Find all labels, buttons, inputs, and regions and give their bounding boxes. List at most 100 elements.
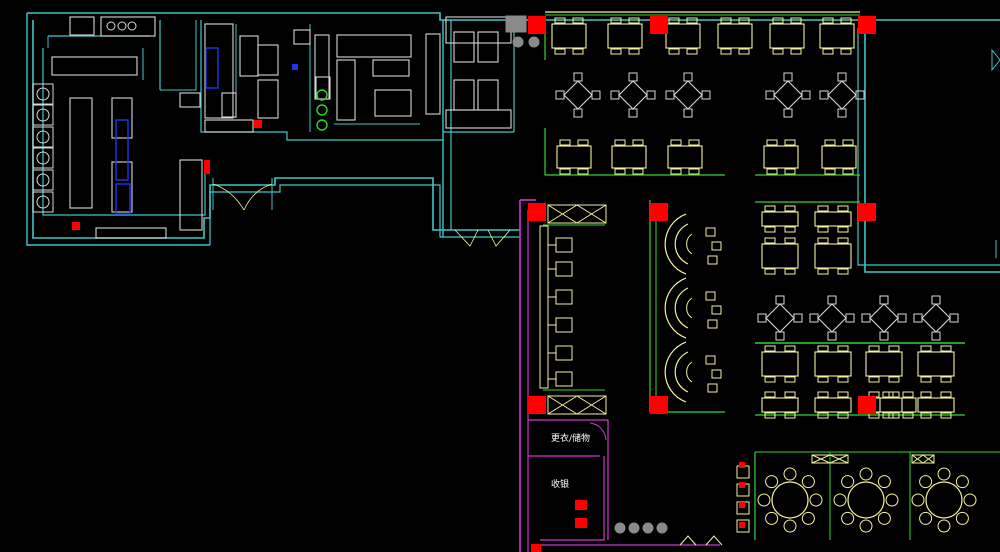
chair — [670, 139, 682, 146]
chair — [757, 493, 771, 507]
kitchen-equipment — [100, 16, 156, 37]
chair — [837, 391, 849, 398]
booth-chair — [711, 369, 722, 379]
chair — [877, 475, 891, 489]
red-marker — [739, 462, 745, 468]
kitchen-equipment — [257, 79, 279, 119]
diamond-table — [555, 72, 601, 118]
rect-table — [769, 17, 805, 55]
stove-unit — [32, 147, 54, 169]
kitchen-equipment — [239, 35, 259, 77]
red-marker — [739, 522, 745, 528]
chair — [822, 17, 834, 24]
planter — [628, 522, 640, 534]
table-top — [771, 481, 809, 519]
chair — [572, 17, 584, 24]
chair — [809, 313, 819, 323]
kitchen-equipment — [336, 34, 412, 58]
kitchen-equipment — [477, 79, 499, 111]
chair — [841, 475, 855, 489]
chair — [817, 345, 829, 352]
table-top — [765, 303, 795, 333]
chair — [573, 72, 583, 82]
cross-screen-x — [811, 454, 831, 464]
table-top — [665, 23, 701, 49]
planter — [642, 522, 654, 534]
table-top — [551, 23, 587, 49]
table-top — [925, 481, 963, 519]
kitchen-equipment — [204, 119, 254, 133]
kitchen-door-swing-right — [243, 183, 273, 211]
diamond-table — [819, 72, 865, 118]
rect-table — [814, 205, 852, 233]
kitchen-equipment — [374, 89, 412, 117]
kitchen-equipment — [179, 92, 201, 108]
chair — [784, 268, 796, 275]
kitchen-equipment — [69, 16, 95, 36]
walls-layer — [26, 11, 1000, 552]
chair — [902, 391, 914, 398]
green-partition-b — [544, 128, 725, 176]
table-top — [667, 145, 703, 169]
kitchen-equipment — [315, 76, 331, 100]
curved-booth — [664, 277, 722, 339]
bar-stool — [555, 371, 573, 387]
chair — [559, 139, 571, 146]
kitchen-equipment — [477, 31, 499, 63]
booth-seat-inner — [674, 223, 689, 265]
entry-doors — [454, 229, 511, 247]
rect-table — [665, 17, 701, 55]
chair — [765, 90, 775, 100]
rect-table — [717, 17, 753, 55]
chair — [764, 237, 776, 244]
table-top — [761, 211, 799, 227]
structural-column — [858, 16, 876, 34]
columns-layer — [528, 16, 876, 414]
chair — [837, 345, 849, 352]
kitchen-equipment — [69, 97, 93, 209]
table-top — [773, 80, 803, 110]
table-top — [865, 351, 903, 377]
booth-seat-inner — [674, 287, 689, 329]
rect-table — [814, 237, 852, 275]
red-marker — [575, 518, 587, 528]
chair — [784, 139, 796, 146]
chair — [610, 17, 622, 24]
cross-screen — [547, 395, 607, 415]
table-top — [917, 351, 955, 377]
chair — [668, 17, 680, 24]
table-top — [821, 145, 857, 169]
cross-screen — [547, 204, 607, 224]
chair — [842, 139, 854, 146]
chair — [931, 331, 941, 341]
rect-table — [821, 139, 857, 175]
chair — [688, 139, 700, 146]
chair — [888, 376, 900, 383]
rect-table — [865, 345, 903, 383]
chair — [614, 139, 626, 146]
table-top — [761, 397, 799, 413]
chair — [554, 48, 566, 55]
chair — [868, 376, 880, 383]
red-marker — [739, 482, 745, 488]
booth-seat-outer — [664, 277, 687, 339]
chair — [784, 376, 796, 383]
chair — [772, 48, 784, 55]
chair — [783, 72, 793, 82]
blue-fixture — [115, 183, 131, 215]
chair — [949, 313, 959, 323]
table-top — [763, 145, 799, 169]
stove-burner — [36, 87, 50, 101]
rect-table — [611, 139, 647, 175]
chair — [824, 139, 836, 146]
chair — [837, 72, 847, 82]
green-fixture — [316, 89, 328, 101]
blue-marker — [292, 64, 298, 70]
chair — [920, 376, 932, 383]
diamond-table — [861, 295, 907, 341]
rect-table — [761, 237, 799, 275]
chair — [940, 412, 952, 419]
red-marker — [739, 502, 745, 508]
chair — [665, 90, 675, 100]
rect-table — [814, 391, 852, 419]
